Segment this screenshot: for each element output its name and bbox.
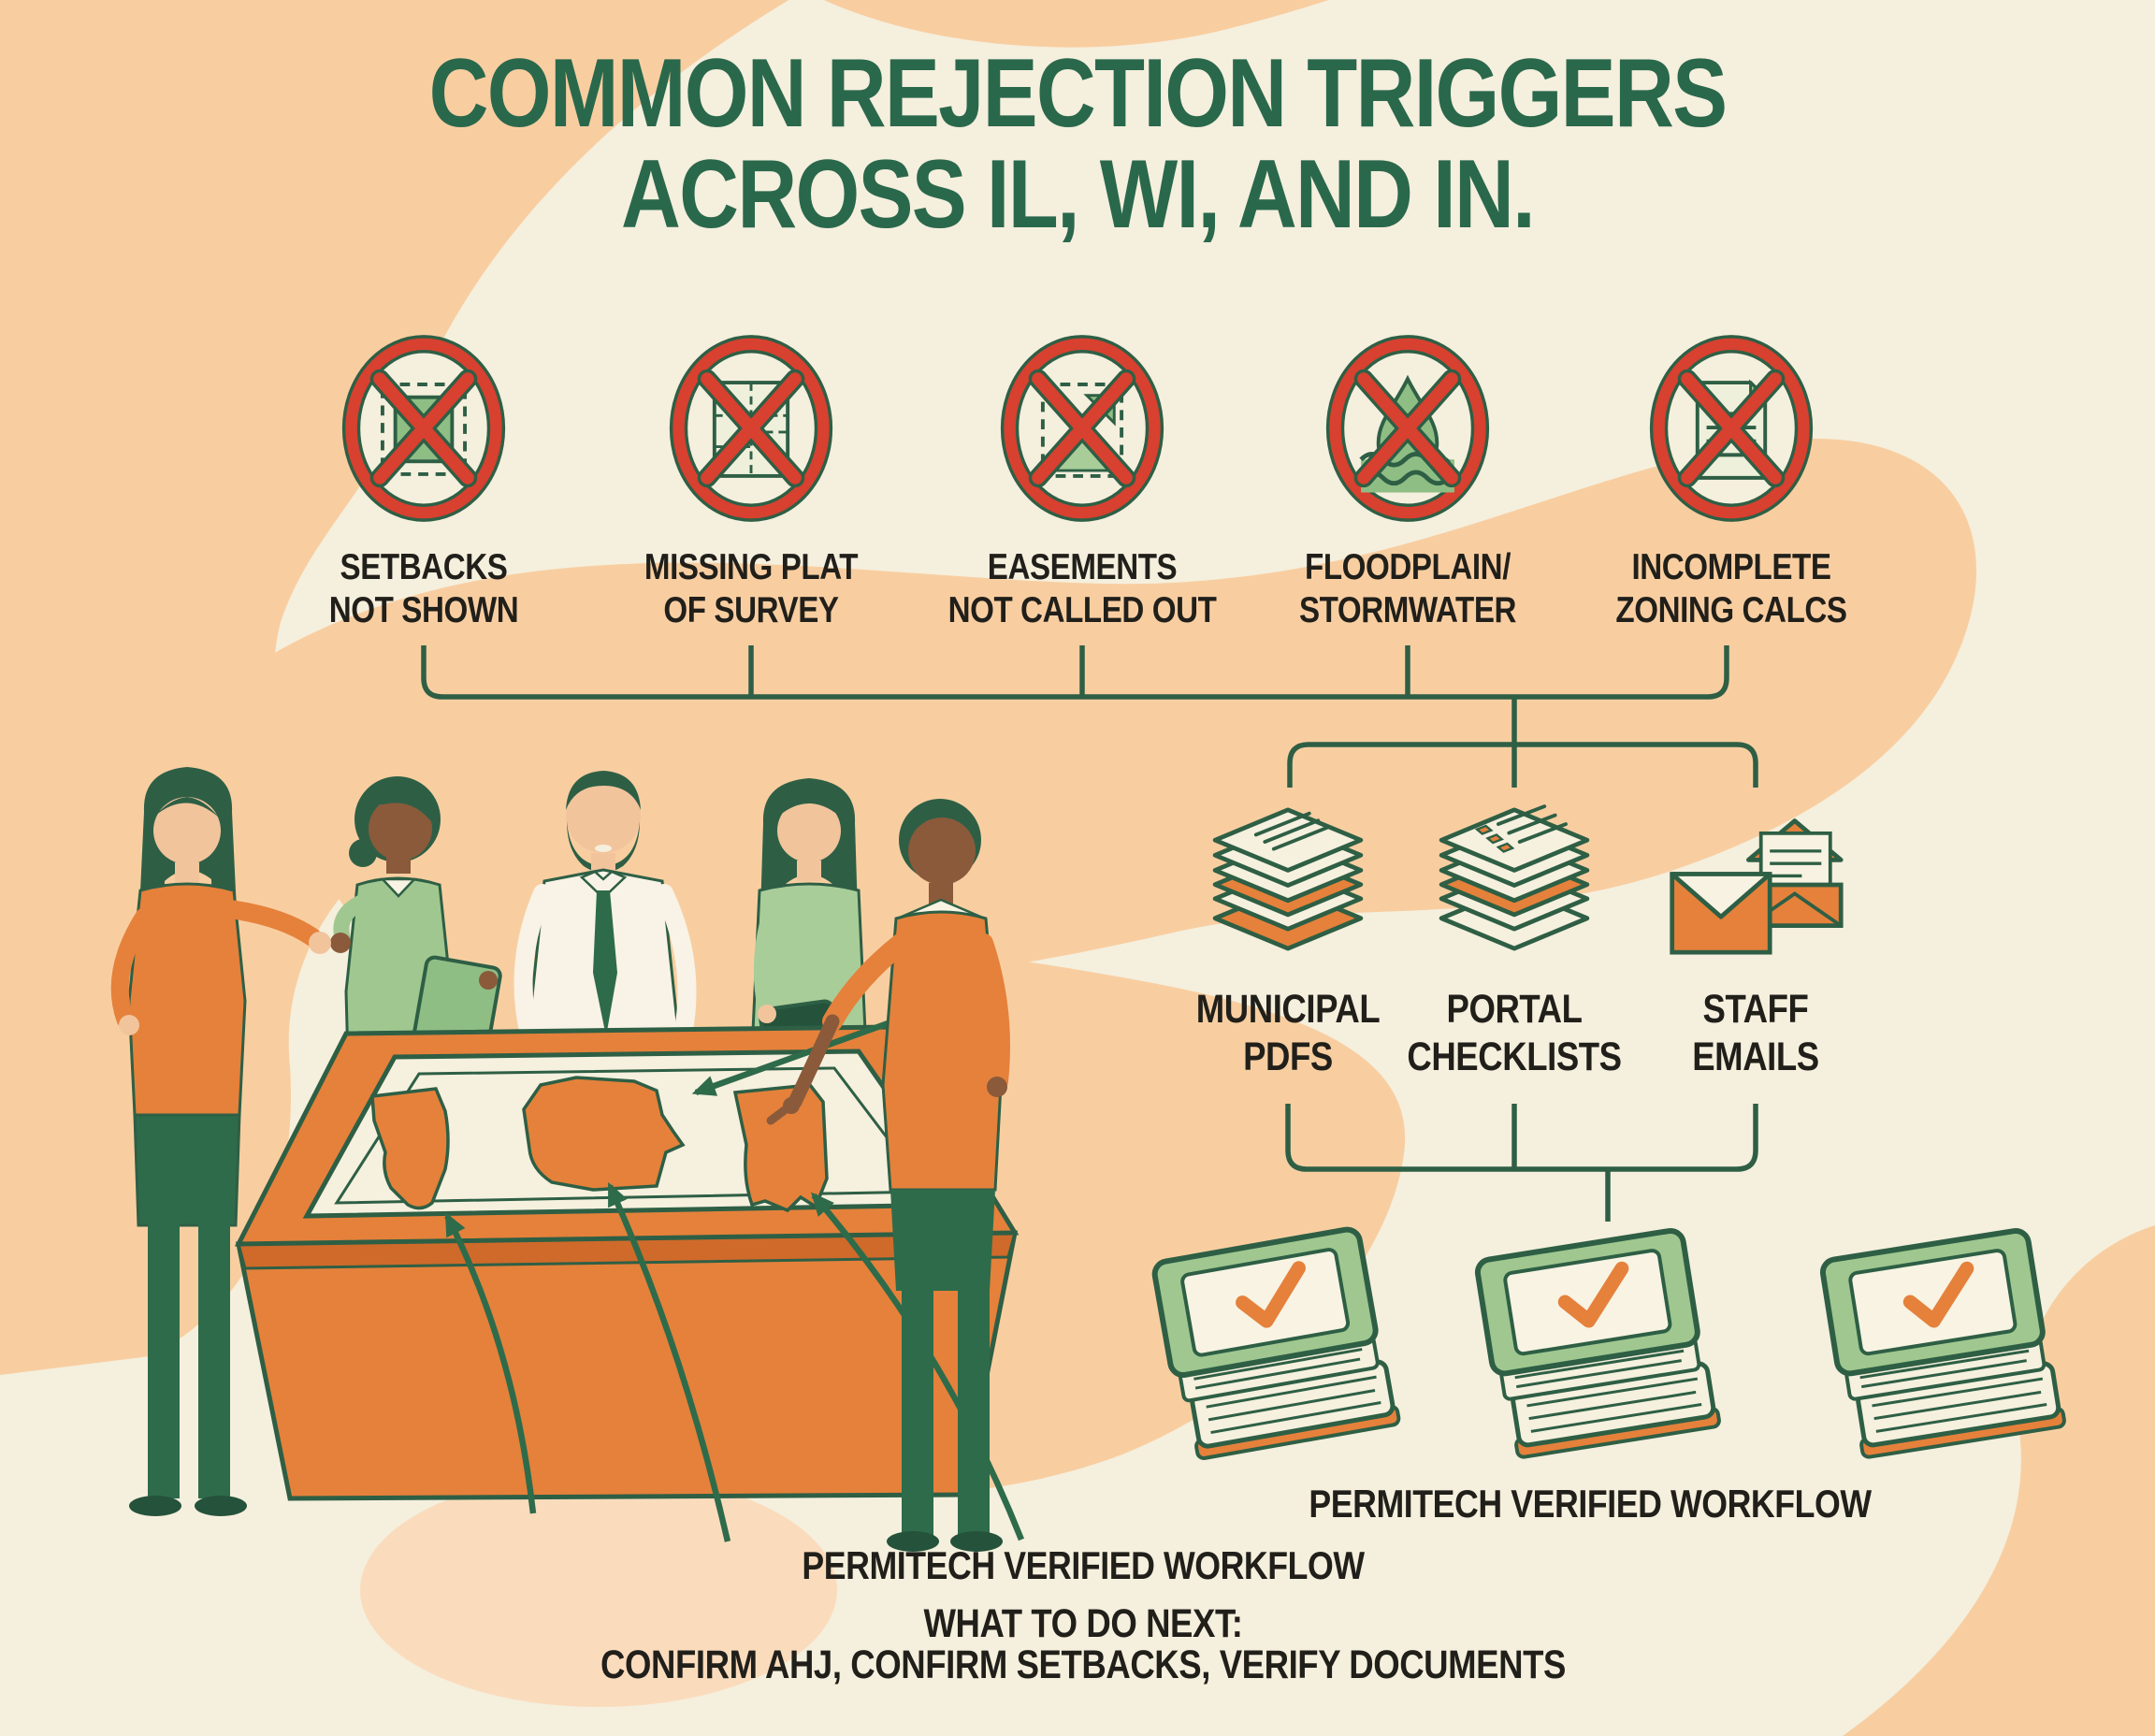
wisconsin-shape xyxy=(522,1076,686,1192)
person-manager-left xyxy=(110,767,331,1516)
page-title: COMMON REJECTION TRIGGERS ACROSS IL, WI,… xyxy=(162,43,1993,245)
incomplete-zoning-calcs-icon xyxy=(1644,329,1818,528)
title-line-1: COMMON REJECTION TRIGGERS xyxy=(428,39,1728,148)
staff-emails-icon xyxy=(1667,806,1844,998)
verified-books-icon xyxy=(1801,1216,2081,1467)
municipal-pdfs-icon xyxy=(1199,791,1377,983)
next-steps-items: CONFIRM AHJ, CONFIRM SETBACKS, VERIFY DO… xyxy=(600,1642,1566,1687)
verified-books-icon xyxy=(1134,1216,1414,1467)
easements-not-called-out-icon xyxy=(995,329,1169,528)
map-table xyxy=(234,1024,1020,1501)
title-line-2: ACROSS IL, WI, AND IN. xyxy=(621,140,1536,250)
books-workflow-label: PERMITECH VERIFIED WORKFLOW xyxy=(1309,1482,1872,1526)
floodplain-stormwater-icon xyxy=(1321,329,1495,528)
table-workflow-label: PERMITECH VERIFIED WORKFLOW xyxy=(802,1543,1365,1587)
setbacks-not-shown-icon xyxy=(337,329,511,528)
person-lead-reviewer xyxy=(513,771,697,1050)
missing-plat-of-survey-icon xyxy=(664,329,838,528)
verified-books-icon xyxy=(1455,1216,1736,1467)
portal-checklists-icon xyxy=(1425,791,1603,983)
next-steps-heading: WHAT TO DO NEXT: xyxy=(923,1601,1243,1646)
team-map-scene xyxy=(110,767,1025,1552)
person-pointing-right xyxy=(766,799,1010,1552)
illinois-shape xyxy=(370,1087,450,1210)
trigger-label-floodplain: FLOODPLAIN/STORMWATER xyxy=(1298,547,1517,630)
indiana-shape xyxy=(732,1083,829,1213)
